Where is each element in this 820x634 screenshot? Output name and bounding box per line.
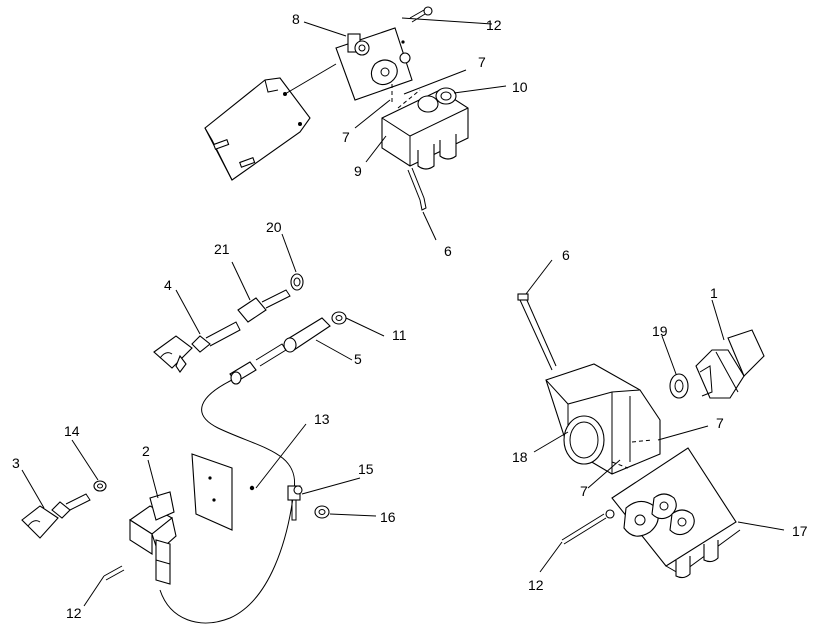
screw-12-top bbox=[409, 6, 433, 23]
bracket-plate bbox=[191, 453, 255, 531]
callout-4: 4 bbox=[164, 277, 172, 293]
callout-5: 5 bbox=[354, 351, 362, 367]
callout-21: 21 bbox=[214, 241, 230, 257]
manifold-plate-8 bbox=[335, 27, 413, 101]
cable-connector bbox=[229, 361, 257, 385]
callout-10: 10 bbox=[512, 79, 528, 95]
screw-12-right bbox=[561, 509, 615, 545]
callout-7-top-left: 7 bbox=[342, 129, 350, 145]
screw-12-bottom-left bbox=[103, 565, 125, 581]
pin-6-top bbox=[407, 167, 427, 211]
valve-body-9 bbox=[381, 87, 469, 170]
adapter-5 bbox=[255, 317, 331, 367]
callout-20: 20 bbox=[266, 219, 282, 235]
callout-19: 19 bbox=[652, 323, 668, 339]
nut-20 bbox=[290, 273, 304, 291]
callout-3: 3 bbox=[12, 455, 20, 471]
callout-16: 16 bbox=[380, 509, 396, 525]
pressure-switch-1 bbox=[695, 329, 765, 399]
mounting-bracket-top bbox=[204, 77, 311, 181]
manifold-plate-17 bbox=[611, 447, 741, 579]
callout-6-top: 6 bbox=[444, 243, 452, 259]
callout-7-right-top: 7 bbox=[716, 415, 724, 431]
callout-17: 17 bbox=[792, 523, 808, 539]
callout-7-right-bottom: 7 bbox=[580, 483, 588, 499]
callout-15: 15 bbox=[358, 461, 374, 477]
tee-fitting-15 bbox=[287, 485, 303, 521]
callout-14: 14 bbox=[64, 423, 80, 439]
callout-12-top: 12 bbox=[486, 17, 502, 33]
callout-6-right: 6 bbox=[562, 247, 570, 263]
adapter-21 bbox=[237, 289, 291, 323]
washer-19 bbox=[669, 373, 689, 399]
nut-16 bbox=[314, 505, 330, 519]
pin-6-right bbox=[517, 293, 557, 371]
sensor-3 bbox=[21, 493, 91, 539]
solenoid-2 bbox=[129, 491, 177, 585]
callout-8: 8 bbox=[292, 11, 300, 27]
callout-1: 1 bbox=[710, 285, 718, 301]
callout-12-right: 12 bbox=[528, 577, 544, 593]
callout-12-bottom-left: 12 bbox=[66, 605, 82, 621]
callout-2: 2 bbox=[142, 443, 150, 459]
washer-11 bbox=[331, 311, 347, 325]
callout-7-top-right: 7 bbox=[478, 54, 486, 70]
callout-18: 18 bbox=[512, 449, 528, 465]
callout-11: 11 bbox=[392, 327, 407, 343]
connector-4 bbox=[153, 321, 241, 373]
callout-13: 13 bbox=[314, 411, 330, 427]
washer-14 bbox=[93, 480, 107, 492]
callout-9: 9 bbox=[354, 163, 362, 179]
valve-body-18 bbox=[545, 363, 661, 475]
